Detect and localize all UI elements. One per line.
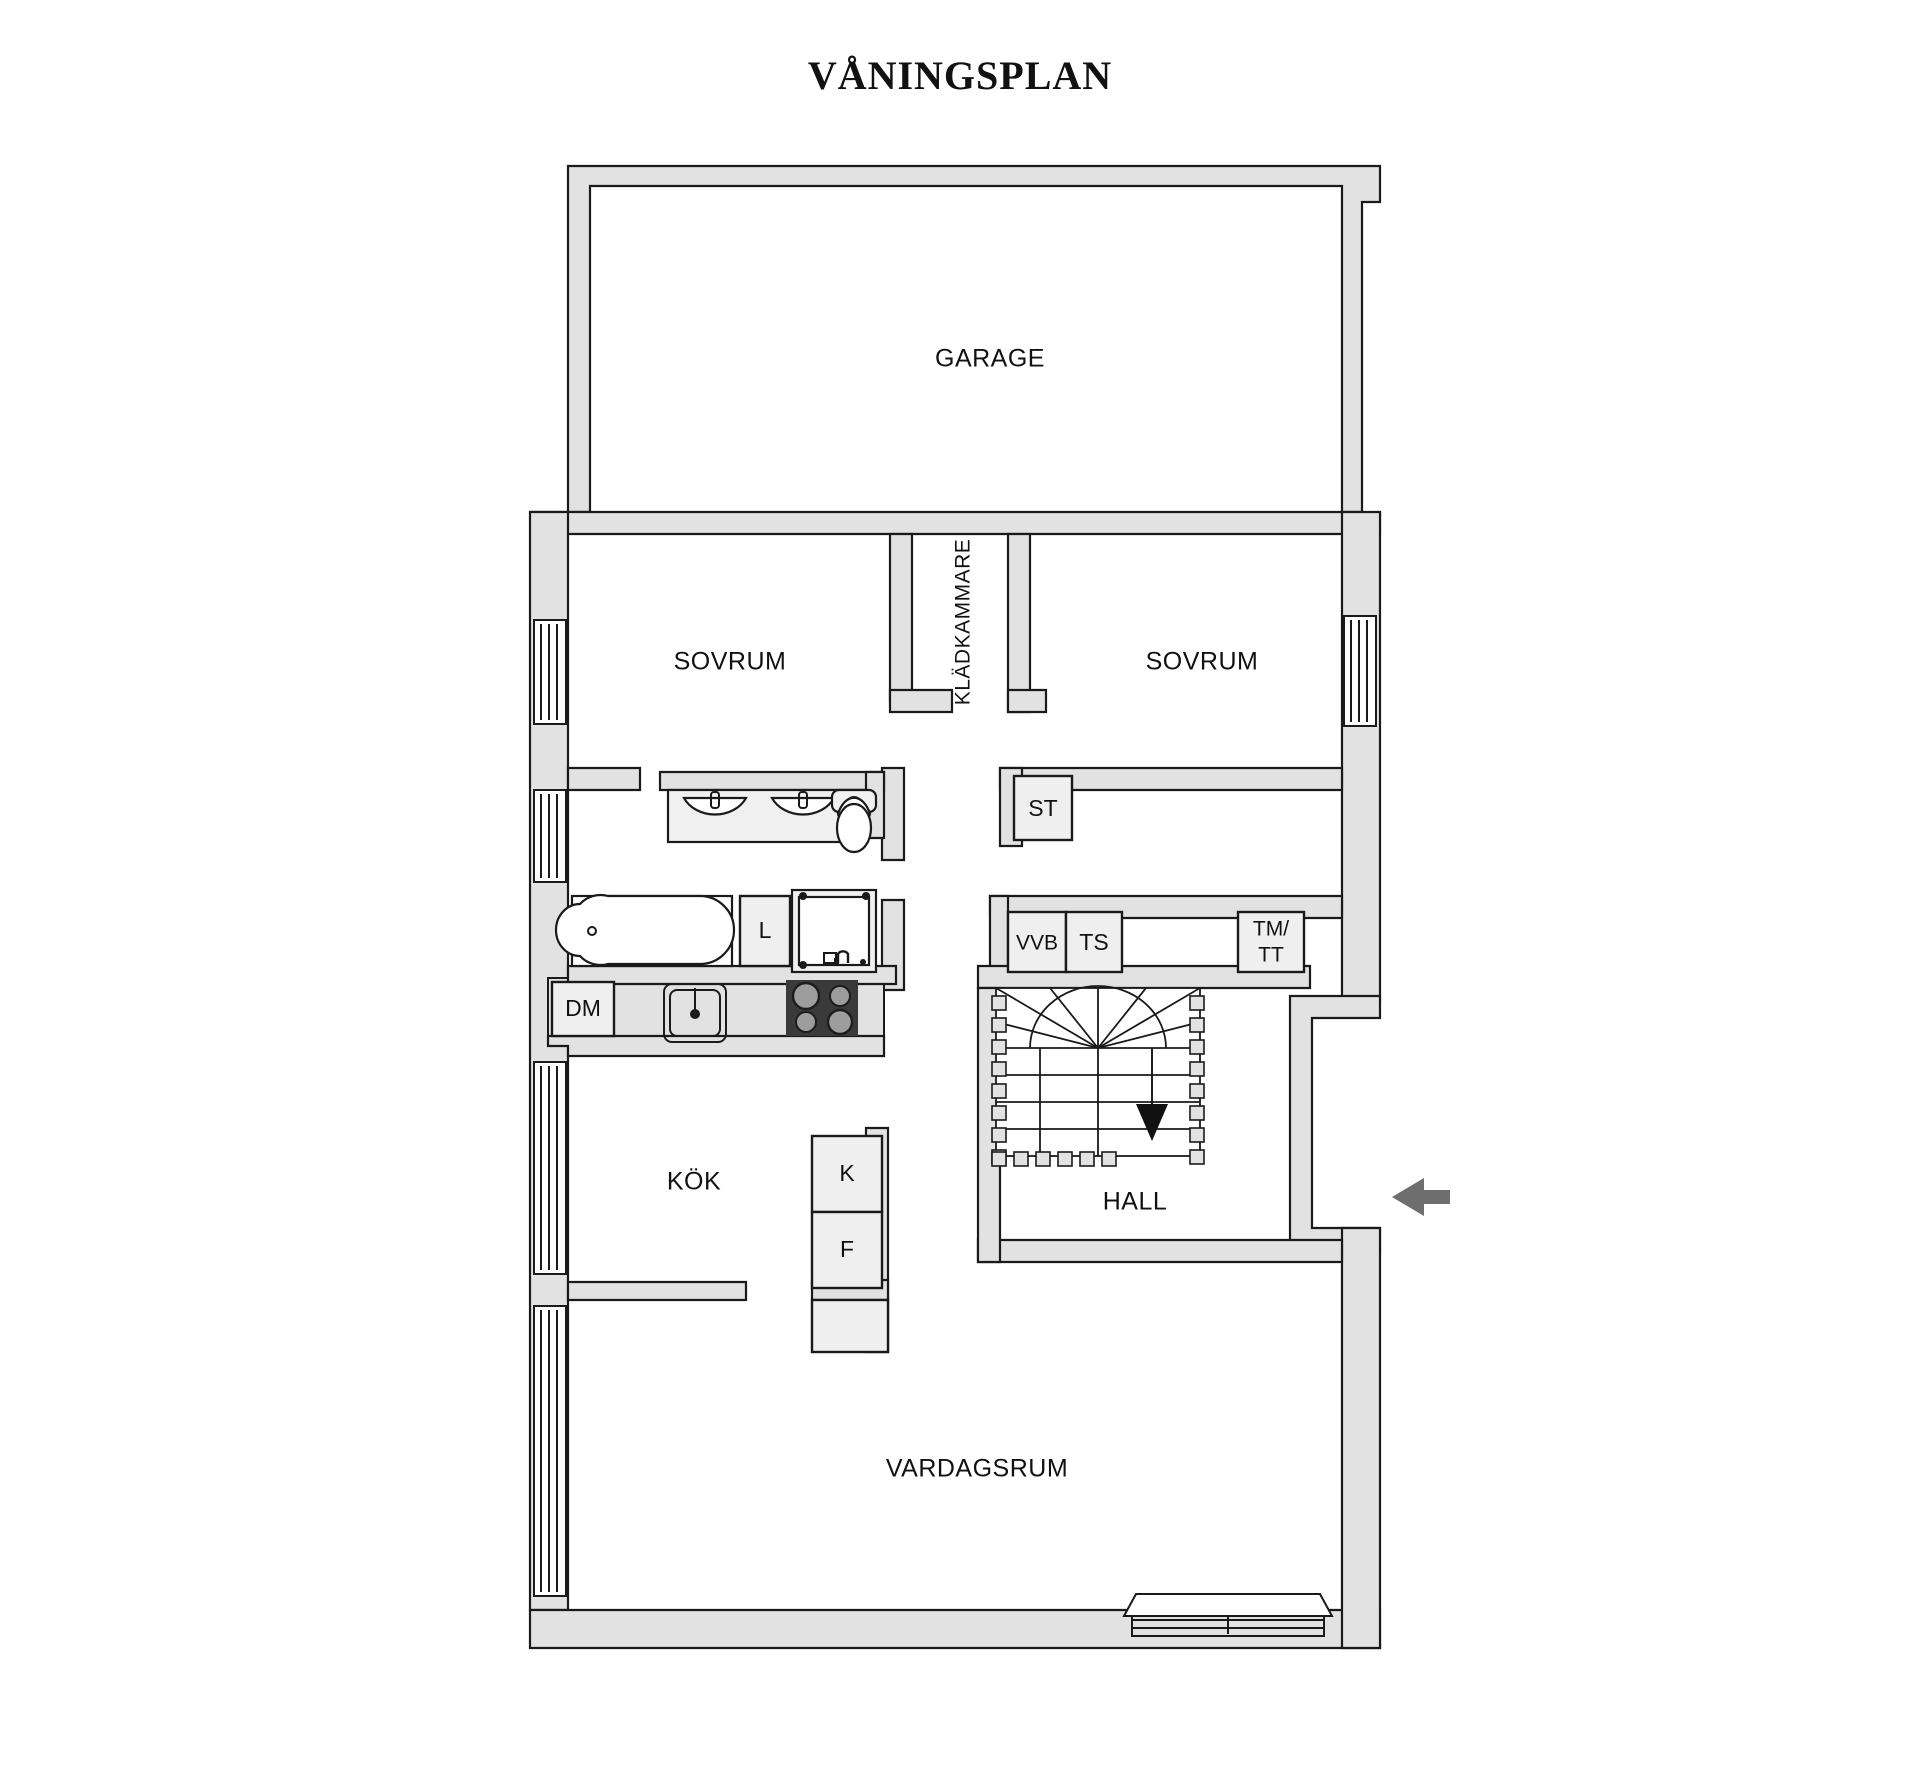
appliance-tm-tt: TM/ TT — [1236, 910, 1306, 974]
wall-kok-bottom — [566, 1280, 748, 1302]
appliance-l-label: L — [759, 917, 772, 943]
room-label-kok: KÖK — [667, 1168, 721, 1196]
window-kok — [533, 1061, 567, 1275]
shower-cabin — [790, 888, 878, 974]
stair-direction-arrow — [1136, 1048, 1168, 1141]
wall-hall-left — [976, 986, 1002, 1264]
window-sovrum2 — [1343, 615, 1377, 727]
appliance-tm-tt-line1: TM/ — [1253, 918, 1289, 941]
stair-balusters-bottom — [991, 1151, 1117, 1167]
appliance-vvb: VVB — [1006, 910, 1068, 974]
room-label-kladkammare: KLÄDKAMMARE — [952, 539, 975, 706]
wall-closet-left-foot — [888, 688, 954, 714]
appliance-ts-label: TS — [1079, 929, 1108, 955]
staircase — [991, 985, 1205, 1167]
wall-bedroom-divider — [566, 766, 642, 792]
room-label-garage: GARAGE — [935, 345, 1045, 373]
bathroom-sink-left — [682, 791, 748, 816]
bathroom-fixtures — [554, 788, 878, 974]
stove-cooktop — [786, 980, 858, 1036]
counter-kitchen-lip — [546, 1034, 886, 1058]
wall-vanity-counter-back — [658, 770, 886, 792]
entry-arrow — [1392, 1178, 1450, 1216]
stair-balusters-left — [991, 995, 1007, 1165]
wall-right-hall-notch — [1288, 994, 1382, 1254]
room-label-sovrum-1: SOVRUM — [674, 648, 787, 676]
page-title: VÅNINGSPLAN — [807, 53, 1113, 98]
appliance-f: F — [810, 1210, 884, 1290]
windows — [533, 615, 1377, 1637]
appliance-dm: DM — [550, 980, 616, 1038]
wall-hall-vardagsrum — [976, 1238, 1344, 1264]
wall-right-upper — [1340, 510, 1382, 1002]
stair-balusters-right — [1189, 995, 1205, 1165]
room-label-vardagsrum: VARDAGSRUM — [886, 1455, 1068, 1483]
wall-closet-right-foot — [1006, 688, 1048, 714]
room-label-sovrum-2: SOVRUM — [1146, 648, 1259, 676]
appliance-boxes: ST VVB TS TM/ TT L DM K F — [550, 774, 1306, 1290]
window-vardagsrum-left — [533, 1305, 567, 1597]
wall-garage-bottom — [530, 510, 1364, 536]
shower-head-fitting — [823, 950, 850, 964]
appliance-ts: TS — [1064, 910, 1124, 974]
appliance-k: K — [810, 1134, 884, 1214]
toilet — [830, 788, 878, 854]
window-vardagsrum-bottom — [1122, 1593, 1334, 1637]
appliance-l: L — [738, 894, 792, 968]
wall-closet-right — [1006, 532, 1032, 714]
appliance-k-label: K — [839, 1160, 855, 1186]
room-labels: GARAGE SOVRUM KLÄDKAMMARE SOVRUM KÖK HAL… — [667, 345, 1259, 1483]
appliance-st-label: ST — [1028, 795, 1057, 821]
kitchen-fixtures — [663, 980, 858, 1043]
wall-closet-left — [888, 532, 914, 704]
wall-bath-right — [880, 766, 906, 862]
appliance-st: ST — [1012, 774, 1074, 842]
window-bath — [533, 789, 567, 883]
room-label-hall: HALL — [1103, 1188, 1168, 1216]
appliance-tm-tt-line2: TT — [1258, 944, 1284, 967]
kitchen-sink — [663, 983, 727, 1043]
appliance-f-label: F — [840, 1236, 854, 1262]
window-sovrum1 — [533, 619, 567, 725]
counter-under-fridge — [810, 1298, 890, 1354]
wall-right-lower — [1340, 1226, 1382, 1650]
appliance-dm-label: DM — [565, 995, 601, 1021]
bathtub — [554, 893, 736, 968]
appliance-vvb-label: VVB — [1016, 932, 1058, 955]
